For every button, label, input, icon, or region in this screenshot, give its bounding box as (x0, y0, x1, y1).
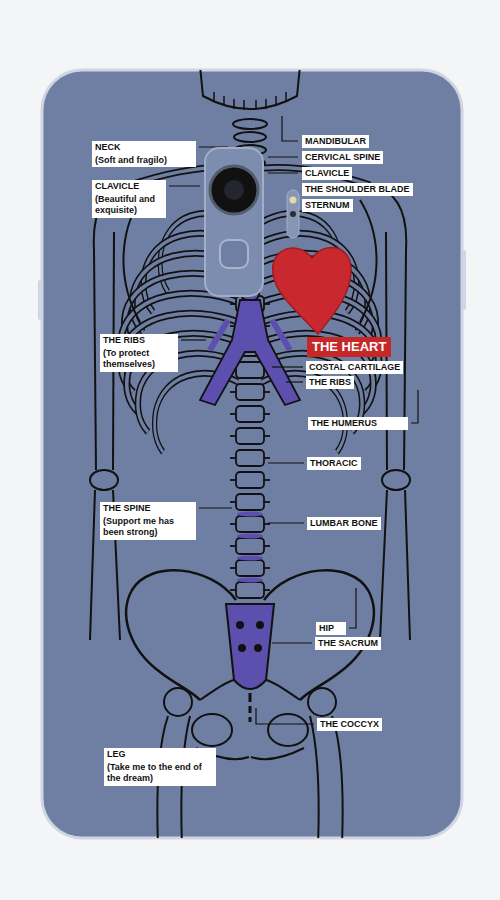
part-name: THE SPINE (100, 502, 196, 515)
part-name: THORACIC (307, 457, 361, 470)
skeleton (90, 70, 418, 838)
phone-case (42, 70, 462, 838)
side-button (38, 280, 43, 320)
part-name: THE SACRUM (315, 637, 381, 650)
part-name: THE RIBS (100, 334, 178, 347)
part-name: THE RIBS (306, 376, 354, 389)
part-name: NECK (92, 141, 196, 154)
part-name: CERVICAL SPINE (302, 151, 383, 164)
part-name: LUMBAR BONE (307, 517, 381, 530)
leader-lines (169, 116, 418, 724)
camera-module (205, 148, 299, 296)
heart-label: THE HEART (307, 337, 391, 357)
part-name: CLAVICLE (92, 180, 166, 193)
part-name: THE HUMERUS (308, 417, 408, 430)
sacrum (226, 604, 274, 722)
caption-note: (Soft and fragilo) (92, 154, 196, 167)
caption-note: (Beautiful and exquisite) (92, 193, 166, 218)
caption-note: (Take me to the end of the dream) (104, 761, 216, 786)
part-name: CLAVICLE (302, 167, 352, 180)
part-name: COSTAL CARTILAGE (306, 361, 403, 374)
part-name: LEG (104, 748, 216, 761)
heart-shape (273, 247, 351, 334)
part-name: STERNUM (302, 199, 353, 212)
part-name: HIP (316, 622, 346, 635)
caption-note: (To protect themselves) (100, 347, 178, 372)
part-name: MANDIBULAR (302, 135, 369, 148)
part-name: THE COCCYX (317, 718, 382, 731)
mandible (200, 70, 300, 110)
part-name: THE SHOULDER BLADE (302, 183, 413, 196)
side-button (461, 250, 466, 310)
caption-note: (Support me has been strong) (100, 515, 196, 540)
